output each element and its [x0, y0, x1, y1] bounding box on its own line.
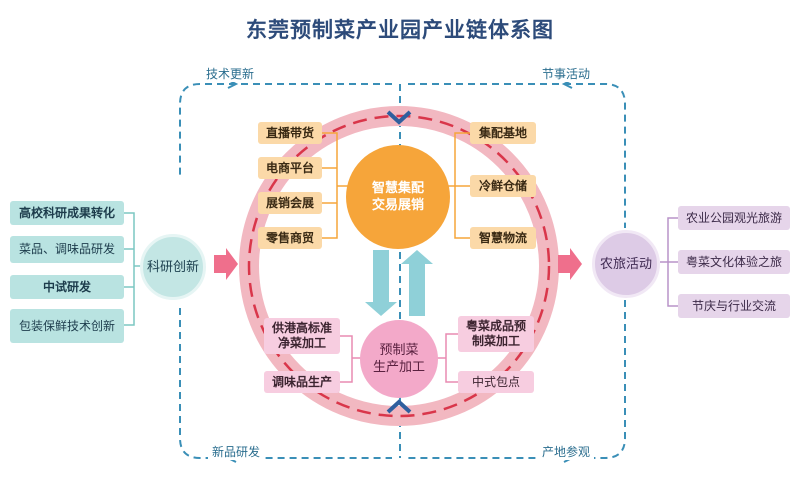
ring-chevron-top — [386, 110, 412, 125]
flow-label-new-product-dev: 新品研发 — [208, 444, 265, 460]
hub-agri-tourism: 农旅活动 — [592, 230, 660, 298]
flow-loop-right-bottom — [408, 300, 626, 459]
right-item-cantonese-culture: 粤菜文化体验之旅 — [678, 250, 790, 274]
right-arrow — [558, 248, 582, 280]
down-arrow-label: 原料供应 — [387, 254, 397, 290]
bottom-left-item-seasoning-production: 调味品生产 — [264, 371, 340, 393]
hub-smart-distribution-line2: 交易展销 — [371, 198, 424, 213]
bottom-left-item-hk-standard-veg: 供港高标准净菜加工 — [264, 318, 340, 354]
top-left-item-live-sales: 直播带货 — [258, 122, 322, 144]
flow-loop-left-bottom — [179, 308, 392, 459]
central-ring-dash — [247, 114, 551, 418]
top-right-item-distribution-base: 集配基地 — [470, 122, 536, 144]
hub-prepared-food-production: 预制菜 生产加工 — [360, 320, 438, 398]
hub-smart-distribution-trade: 智慧集配 交易展销 — [346, 145, 450, 249]
down-arrow-label-wrap: 原料供应 — [365, 250, 397, 316]
left-item-pilot-rd: 中试研发 — [10, 275, 124, 299]
up-arrow-label: 成品销售 — [423, 270, 433, 306]
flow-label-tech-update: 技术更新 — [202, 66, 259, 82]
flow-loop-left — [179, 83, 392, 178]
bottom-right-item-chinese-dim-sum: 中式包点 — [458, 371, 534, 393]
up-arrow — [401, 250, 433, 316]
top-hub-connectors — [322, 132, 470, 239]
left-item-university-research: 高校科研成果转化 — [10, 201, 124, 225]
flow-loop-right — [408, 83, 626, 228]
top-left-item-exhibition: 展销会展 — [258, 192, 322, 214]
flow-label-origin-visit: 产地参观 — [538, 444, 595, 460]
hub-research-innovation: 科研创新 — [140, 234, 206, 300]
right-item-park-tourism: 农业公园观光旅游 — [678, 206, 790, 230]
hub-prepared-food-line1: 预制菜 — [379, 343, 419, 358]
ring-chevron-bottom — [386, 399, 412, 414]
up-arrow-label-wrap: 成品销售 — [401, 250, 433, 316]
top-left-item-ecommerce: 电商平台 — [258, 157, 322, 179]
right-item-festival-exchange: 节庆与行业交流 — [678, 294, 790, 318]
right-hub-connectors — [660, 217, 678, 307]
hub-prepared-food-line2: 生产加工 — [372, 360, 425, 375]
bottom-right-item-cantonese-prepared: 粤菜成品预制菜加工 — [458, 316, 534, 352]
down-arrow — [365, 250, 397, 316]
top-right-item-smart-logistics: 智慧物流 — [470, 227, 536, 249]
page-title: 东莞预制菜产业园产业链体系图 — [246, 18, 554, 42]
hub-smart-distribution-line1: 智慧集配 — [371, 181, 424, 196]
left-item-packaging-tech: 包装保鲜技术创新 — [10, 309, 124, 343]
flow-label-festival-events: 节事活动 — [538, 66, 595, 82]
left-item-dish-seasoning-rd: 菜品、调味品研发 — [10, 236, 124, 263]
left-arrow — [214, 248, 238, 280]
top-right-item-cold-storage: 冷鲜仓储 — [470, 175, 536, 197]
top-left-item-retail: 零售商贸 — [258, 227, 322, 249]
